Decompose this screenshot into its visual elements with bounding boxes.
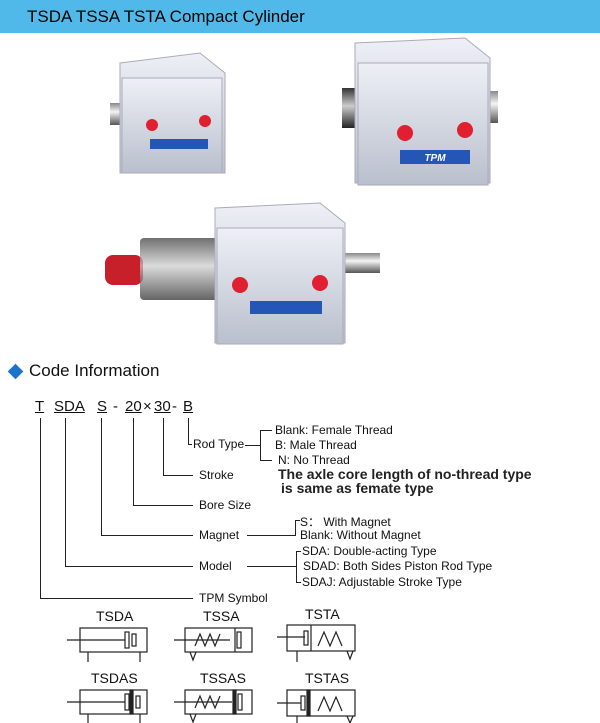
cylinder-image-small [110,52,226,174]
code-part-magnet: S [97,398,108,415]
tsdas-symbol-icon [67,689,148,723]
label-bore-size: Bore Size [199,498,252,512]
code-dash: - [113,398,118,415]
rod-option: B: Male Thread [275,438,357,452]
rod-note-line: is same as femate type [281,480,434,496]
label-tpm-symbol: TPM Symbol [199,591,268,605]
page-title: TSDA TSSA TSTA Compact Cylinder [27,7,305,26]
rod-option: N: No Thread [278,453,350,467]
tssa-symbol-icon [174,627,253,662]
header-bar: TSDA TSSA TSTA Compact Cylinder [0,0,600,33]
cylinder-symbols [67,624,356,723]
rod-option: Blank: Female Thread [275,423,393,437]
model-option: SDAJ: Adjustable Stroke Type [302,575,462,589]
magnet-option: Blank: Without Magnet [300,528,421,542]
label-magnet: Magnet [199,528,240,542]
label-rod-type: Rod Type [193,437,245,451]
symbol-label-tssa: TSSA [203,608,240,624]
label-stroke: Stroke [199,468,234,482]
model-option: SDA: Double-acting Type [302,544,437,558]
rod-note-line: The axle core length of no-thread type [278,466,532,482]
tstas-symbol-icon [277,689,356,723]
tssas-symbol-icon [174,689,253,723]
section-title: Code Information [29,361,160,380]
cylinder-image-large: TPM [342,37,498,186]
code-dash: - [172,398,177,415]
symbol-label-tsta: TSTA [305,606,340,622]
code-part-stroke: 30 [154,398,171,415]
cylinder-image-adjustable [105,202,380,345]
model-option: SDAD: Both Sides Piston Rod Type [303,559,493,573]
tsta-symbol-icon [277,624,356,662]
symbol-label-tsdas: TSDAS [91,670,138,686]
magnet-option: S： With Magnet [300,515,391,529]
label-model: Model [199,559,232,573]
svg-text:TPM: TPM [424,153,446,164]
tsda-symbol-icon [67,627,148,662]
symbol-label-tsda: TSDA [96,608,134,624]
bullet-diamond-icon [7,363,24,380]
code-part-model: SDA [54,398,85,415]
product-images: TPM [105,37,498,345]
code-part-rod: B [183,398,194,415]
symbol-label-tssas: TSSAS [200,670,246,686]
code-part-bore: 20 [125,398,142,415]
code-times: × [143,398,152,415]
code-part-t: T [35,398,45,415]
symbol-label-tstas: TSTAS [305,670,350,686]
